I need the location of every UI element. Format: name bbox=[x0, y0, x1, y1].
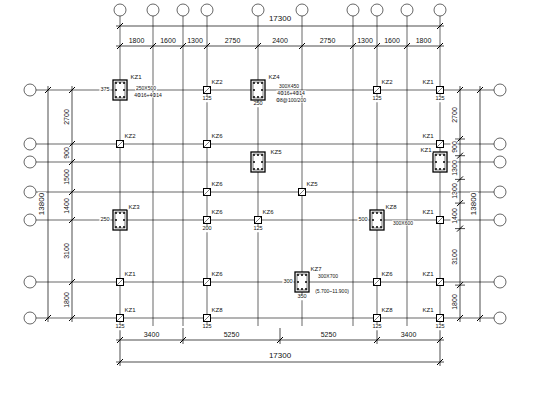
column-mark: KZ1 bbox=[421, 307, 434, 313]
small-dimension: 125 bbox=[252, 226, 263, 232]
small-dimension: 500 bbox=[357, 217, 368, 223]
dimension: 3100 bbox=[451, 248, 458, 266]
small-dimension: 250 bbox=[252, 101, 263, 107]
column-mark: KZ1 bbox=[421, 79, 434, 85]
dimension: 900 bbox=[451, 140, 458, 154]
column-mark: KZ2 bbox=[380, 79, 393, 85]
column-details bbox=[113, 80, 447, 292]
dimension: 5250 bbox=[320, 331, 338, 338]
dimension-ticks bbox=[45, 23, 483, 365]
small-dimension: 350 bbox=[296, 294, 307, 300]
dimension: 900 bbox=[63, 146, 70, 160]
dimension: 5250 bbox=[223, 331, 241, 338]
column-mark: KZ1 bbox=[421, 209, 434, 215]
column-mark: KZ5 bbox=[269, 149, 282, 155]
small-dimension: 250 bbox=[99, 217, 110, 223]
small-dimension: 125 bbox=[201, 324, 212, 330]
dimension: 1800 bbox=[128, 37, 146, 44]
dimension: 1800 bbox=[63, 291, 70, 309]
column-mark: KZ1 bbox=[123, 271, 136, 277]
column-spec: 250X500 bbox=[135, 86, 157, 91]
small-dimension: 125 bbox=[114, 324, 125, 330]
column-spec: 4Φ16+4Φ14 bbox=[133, 93, 163, 98]
dimension: 2700 bbox=[63, 108, 70, 126]
dimension: 1400 bbox=[451, 207, 458, 225]
small-dimension: 125 bbox=[434, 324, 445, 330]
dimension: 3400 bbox=[400, 331, 418, 338]
dimension: 1800 bbox=[451, 293, 458, 311]
dimension: 2750 bbox=[224, 37, 242, 44]
dimension: 17300 bbox=[268, 15, 292, 23]
dimension-lines bbox=[48, 26, 480, 366]
column-mark: KZ1 bbox=[123, 307, 136, 313]
dimension: 1800 bbox=[415, 37, 433, 44]
column-mark: KZ6 bbox=[210, 209, 223, 215]
axis-grid bbox=[24, 4, 506, 326]
dimension: 1300 bbox=[451, 159, 458, 177]
small-dimension: 125 bbox=[201, 96, 212, 102]
small-dimension: 300 bbox=[282, 279, 293, 285]
column-mark: KZ6 bbox=[261, 209, 274, 215]
columns bbox=[117, 87, 444, 322]
column-mark: KZ1 bbox=[421, 133, 434, 139]
dimension: 1300 bbox=[356, 37, 374, 44]
dimension: 1400 bbox=[63, 197, 70, 215]
column-mark: KZ1 bbox=[129, 74, 142, 80]
column-mark: KZ6 bbox=[380, 271, 393, 277]
dimension: 3400 bbox=[143, 331, 161, 338]
small-dimension: 125 bbox=[371, 96, 382, 102]
column-mark: KZ8 bbox=[380, 307, 393, 313]
dimension: 2750 bbox=[319, 37, 337, 44]
column-spec: 300X600 bbox=[392, 221, 414, 226]
dimension: 3100 bbox=[63, 242, 70, 260]
small-dimension: 125 bbox=[434, 96, 445, 102]
column-mark: KZ6 bbox=[210, 133, 223, 139]
column-spec: 300X450 bbox=[278, 84, 300, 89]
column-spec: 300X700 bbox=[317, 274, 339, 279]
dimension: 2700 bbox=[451, 106, 458, 124]
dimension: 17300 bbox=[268, 352, 292, 360]
column-spec: Φ8@100/200 bbox=[275, 98, 307, 103]
column-spec: 4Φ16+4Φ14 bbox=[276, 91, 306, 96]
dimension: 1300 bbox=[186, 37, 204, 44]
column-mark: KZ6 bbox=[210, 181, 223, 187]
dimension: 13800 bbox=[470, 192, 478, 216]
column-mark: KZ1 bbox=[421, 271, 434, 277]
dimension: 1300 bbox=[451, 182, 458, 200]
dimension: 1600 bbox=[159, 37, 177, 44]
small-dimension: 125 bbox=[371, 324, 382, 330]
column-mark: KZ2 bbox=[123, 133, 136, 139]
column-mark: KZ3 bbox=[127, 204, 140, 210]
dimension: 1500 bbox=[63, 168, 70, 186]
column-mark: KZ8 bbox=[384, 204, 397, 210]
column-mark: KZ5 bbox=[305, 181, 318, 187]
column-mark: KZ2 bbox=[210, 79, 223, 85]
column-spec: (5.700~11.900) bbox=[314, 289, 350, 294]
dimension: 13800 bbox=[38, 192, 46, 216]
small-dimension: 375 bbox=[99, 87, 110, 93]
dimension: 2400 bbox=[271, 37, 289, 44]
small-dimension: 200 bbox=[201, 226, 212, 232]
column-mark: KZ6 bbox=[210, 271, 223, 277]
dimension: 1600 bbox=[383, 37, 401, 44]
column-mark: KZ4 bbox=[267, 74, 280, 80]
column-mark: KZ8 bbox=[210, 307, 223, 313]
column-mark: KZ7 bbox=[309, 266, 322, 272]
column-mark: KZ1 bbox=[419, 147, 432, 153]
